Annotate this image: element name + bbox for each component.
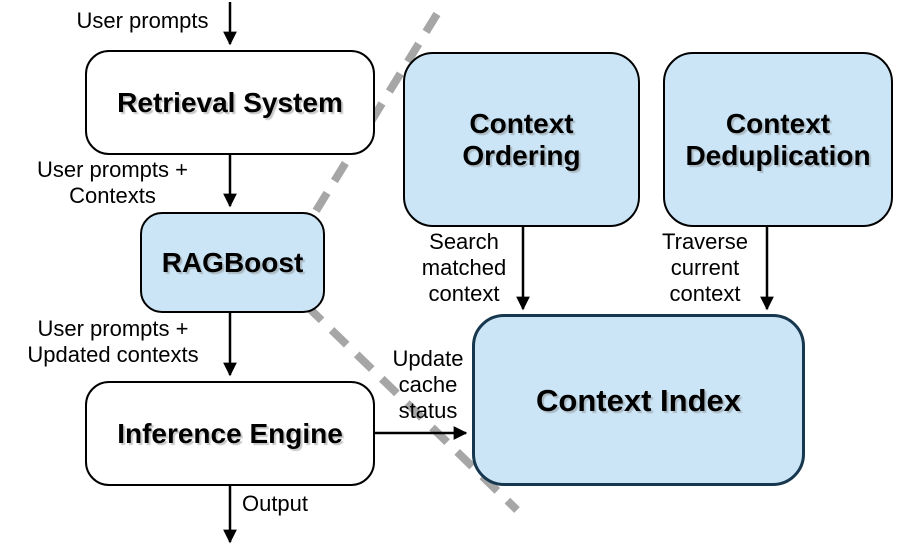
node-context-ordering-label: Context Ordering [462,107,581,171]
edge-label-search-matched-context: Search matched context [421,229,507,306]
node-inference-engine-label: Inference Engine [117,417,343,449]
node-context-index: Context Index [472,314,805,486]
node-context-index-label: Context Index [536,382,741,418]
node-context-deduplication: Context Deduplication [663,52,893,227]
node-context-ordering: Context Ordering [403,52,640,227]
edge-label-traverse-current-context: Traverse current context [662,229,748,306]
edge-label-user-prompts: User prompts [76,8,209,33]
node-ragboost: RAGBoost [140,212,325,313]
node-ragboost-label: RAGBoost [161,246,304,278]
edge-label-user-prompts-contexts: User prompts + Contexts [37,157,188,208]
node-retrieval-system-label: Retrieval System [117,86,343,118]
edge-label-user-prompts-updated-contexts: User prompts + Updated contexts [27,316,199,367]
edge-label-update-cache-status: Update cache status [392,346,464,423]
node-context-deduplication-label: Context Deduplication [685,107,871,171]
edge-label-output: Output [241,491,309,516]
node-retrieval-system: Retrieval System [85,50,375,155]
node-inference-engine: Inference Engine [85,381,375,486]
